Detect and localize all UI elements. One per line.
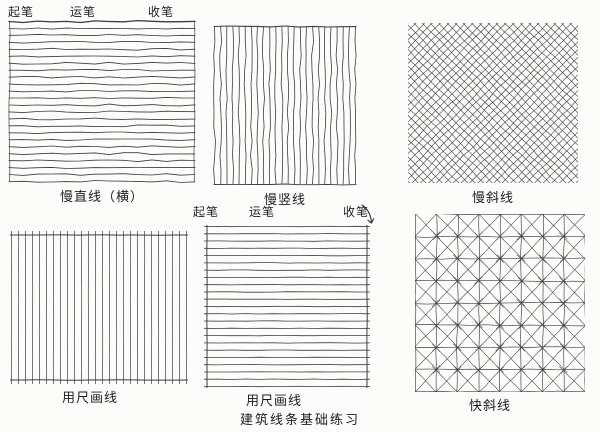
stroke-label-start-2: 起笔 bbox=[193, 205, 220, 219]
ruler-horizontal-lines-drawing bbox=[204, 225, 370, 388]
stroke-label-move-2: 运笔 bbox=[249, 205, 276, 219]
fast-diagonal-grid-drawing bbox=[415, 214, 585, 392]
slow-vertical-lines-drawing bbox=[213, 25, 357, 186]
page-title: 建筑线条基础练习 bbox=[239, 412, 360, 427]
ruler-vertical-lines-drawing bbox=[10, 231, 188, 384]
stroke-end-arrow-icon bbox=[361, 204, 375, 224]
caption-slow-horizontal: 慢直线（横） bbox=[59, 189, 144, 204]
caption-slow-diagonal: 慢斜线 bbox=[471, 190, 514, 205]
caption-ruler-horizontal: 用尺画线 bbox=[245, 393, 302, 408]
caption-slow-vertical: 慢竖线 bbox=[263, 192, 306, 207]
slow-diagonal-lines-drawing bbox=[408, 23, 578, 183]
slow-horizontal-lines-drawing bbox=[8, 20, 196, 183]
stroke-label-end-2: 收笔 bbox=[343, 205, 370, 219]
caption-ruler-vertical: 用尺画线 bbox=[61, 390, 118, 405]
stroke-label-move: 运笔 bbox=[70, 5, 97, 19]
caption-fast-diagonal: 快斜线 bbox=[468, 398, 511, 413]
stroke-label-end: 收笔 bbox=[148, 5, 175, 19]
stroke-label-start: 起笔 bbox=[8, 5, 35, 19]
